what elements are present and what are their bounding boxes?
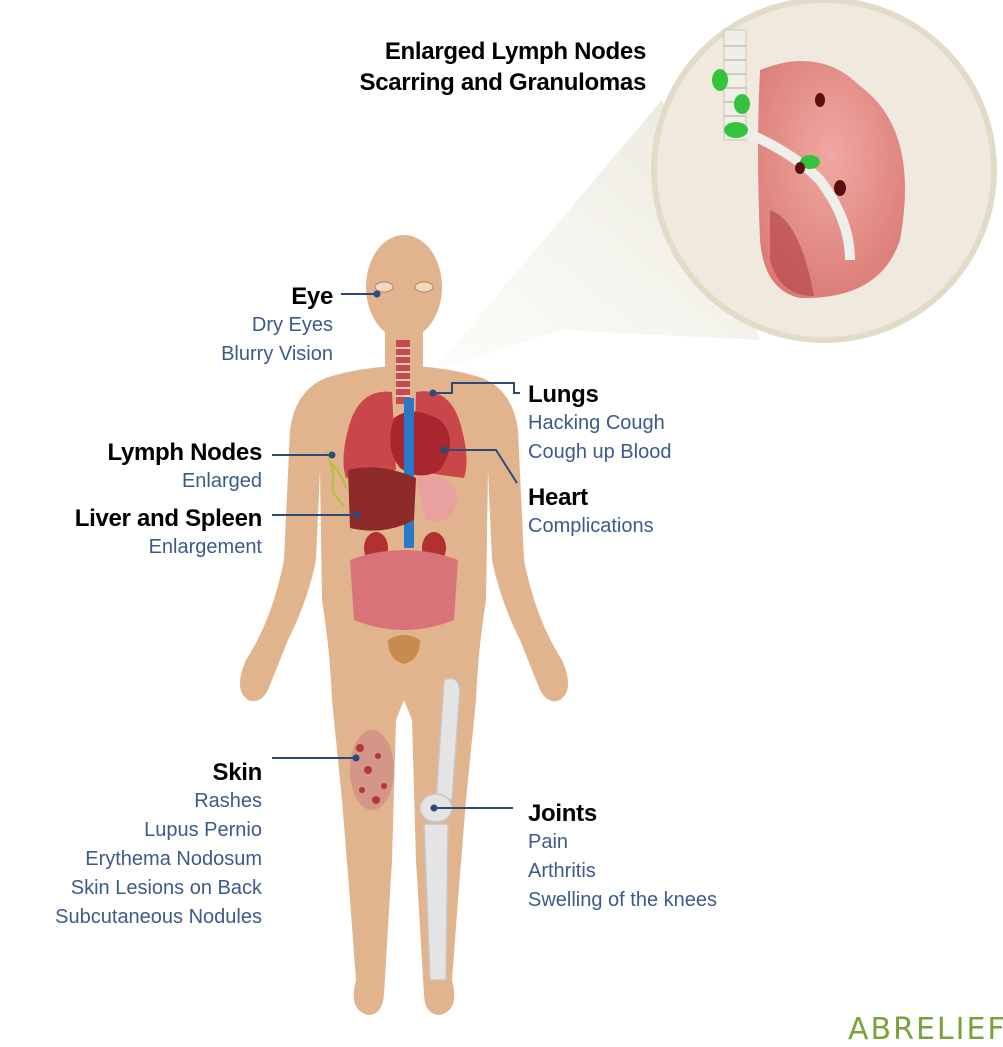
label-skin: Skin Rashes Lupus Pernio Erythema Nodosu… <box>55 758 262 932</box>
heart <box>390 411 450 475</box>
label-skin-item: Skin Lesions on Back <box>55 874 262 903</box>
label-liver-spleen: Liver and Spleen Enlargement <box>75 504 262 562</box>
label-heart-title: Heart <box>528 483 654 512</box>
left-eye <box>375 282 393 292</box>
label-skin-item: Rashes <box>55 787 262 816</box>
label-joints-title: Joints <box>528 799 717 828</box>
label-lymph-nodes-title: Lymph Nodes <box>108 438 263 467</box>
label-lungs-item: Hacking Cough <box>528 409 671 438</box>
intestines <box>350 550 458 630</box>
zoom-callout-line-2: Scarring and Granulomas <box>359 67 646 98</box>
zoom-callout-line-1: Enlarged Lymph Nodes <box>359 36 646 67</box>
label-lungs-title: Lungs <box>528 380 671 409</box>
label-lymph-nodes-item: Enlarged <box>108 467 263 496</box>
label-joints: Joints Pain Arthritis Swelling of the kn… <box>528 799 717 915</box>
label-joints-item: Pain <box>528 828 717 857</box>
skin-rash <box>350 730 394 810</box>
label-eye-item: Blurry Vision <box>221 340 333 369</box>
label-lungs: Lungs Hacking Cough Cough up Blood <box>528 380 671 467</box>
label-skin-item: Subcutaneous Nodules <box>55 903 262 932</box>
label-skin-title: Skin <box>55 758 262 787</box>
label-skin-item: Erythema Nodosum <box>55 845 262 874</box>
label-lungs-item: Cough up Blood <box>528 438 671 467</box>
label-eye-title: Eye <box>221 282 333 311</box>
brand-logo: ABRELIEF <box>848 1012 1003 1047</box>
aorta <box>404 398 414 548</box>
label-liver-spleen-title: Liver and Spleen <box>75 504 262 533</box>
zoom-callout-title: Enlarged Lymph Nodes Scarring and Granul… <box>359 36 646 98</box>
label-joints-item: Arthritis <box>528 857 717 886</box>
label-eye-item: Dry Eyes <box>221 311 333 340</box>
label-liver-spleen-item: Enlargement <box>75 533 262 562</box>
label-heart-item: Complications <box>528 512 654 541</box>
label-skin-item: Lupus Pernio <box>55 816 262 845</box>
label-eye: Eye Dry Eyes Blurry Vision <box>221 282 333 369</box>
label-lymph-nodes: Lymph Nodes Enlarged <box>108 438 263 496</box>
liver <box>348 467 416 530</box>
label-joints-item: Swelling of the knees <box>528 886 717 915</box>
right-eye <box>415 282 433 292</box>
zoom-circle <box>654 0 994 340</box>
label-heart: Heart Complications <box>528 483 654 541</box>
